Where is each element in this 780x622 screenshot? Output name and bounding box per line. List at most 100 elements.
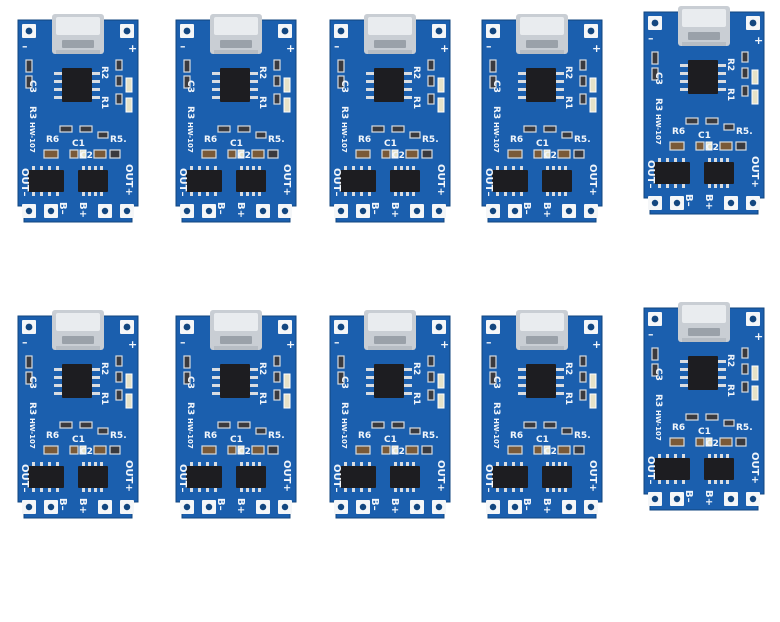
label-model: HW-107 [340, 122, 348, 153]
ic-chip-icon [680, 60, 726, 94]
label-plus: + [754, 330, 763, 343]
led-icon [283, 393, 291, 409]
tp4056-module-board: – + C3 R2 R3 R1 HW-107 R6 C1 C2 R5. OUT–… [172, 14, 300, 228]
label-b-plus: B+ [235, 498, 246, 514]
label-c1: C1 [536, 435, 549, 445]
label-r6: R6 [46, 135, 59, 145]
label-r2: R2 [257, 362, 267, 375]
label-out-plus: OUT+ [435, 460, 446, 492]
label-b-minus: B– [521, 498, 532, 511]
tp4056-module-board: – + C3 R2 R3 R1 HW-107 R6 C1 C2 R5. OUT–… [172, 310, 300, 524]
led-icon [589, 77, 597, 93]
label-r1: R1 [99, 96, 109, 109]
ic-chip-icon [492, 166, 528, 196]
led-icon [125, 97, 133, 113]
label-out-plus: OUT+ [435, 164, 446, 196]
ic-chip-icon [186, 462, 222, 492]
label-c1: C1 [384, 435, 397, 445]
label-out-plus: OUT+ [123, 460, 134, 492]
label-c3: C3 [185, 376, 195, 389]
label-model: HW-107 [654, 410, 662, 441]
label-out-minus: OUT– [177, 168, 188, 196]
label-r2: R2 [725, 58, 735, 71]
label-b-minus: B– [215, 202, 226, 215]
label-r1: R1 [99, 392, 109, 405]
label-c1: C1 [230, 435, 243, 445]
label-r1: R1 [563, 96, 573, 109]
label-b-minus: B– [683, 490, 694, 503]
label-b-minus: B– [369, 498, 380, 511]
module-board-graphic: – + C3 R2 R3 R1 HW-107 R6 C1 C2 R5. OUT–… [643, 302, 765, 511]
label-plus: + [286, 42, 295, 55]
label-r6: R6 [672, 423, 685, 433]
label-out-plus: OUT+ [123, 164, 134, 196]
led-icon [437, 373, 445, 389]
ic-chip-icon [366, 68, 412, 102]
ic-chip-icon [28, 462, 64, 492]
led-icon [751, 365, 759, 381]
led-icon [437, 393, 445, 409]
tp4056-module-board: – + C3 R2 R3 R1 HW-107 R6 C1 C2 R5. OUT–… [640, 302, 768, 516]
led-icon [589, 373, 597, 389]
label-b-plus: B+ [77, 498, 88, 514]
micro-usb-connector-icon [52, 310, 104, 350]
label-r3: R3 [27, 106, 37, 119]
label-plus: + [440, 338, 449, 351]
label-minus: – [22, 40, 28, 53]
ic-chip-icon [340, 166, 376, 196]
label-b-minus: B– [57, 202, 68, 215]
label-c2: C2 [238, 151, 251, 161]
label-model: HW-107 [28, 122, 36, 153]
label-out-minus: OUT– [645, 456, 656, 484]
label-plus: + [286, 338, 295, 351]
label-model: HW-107 [492, 418, 500, 449]
label-c1: C1 [72, 435, 85, 445]
label-out-minus: OUT– [483, 464, 494, 492]
label-r1: R1 [411, 392, 421, 405]
tp4056-module-board: – + C3 R2 R3 R1 HW-107 R6 C1 C2 R5. OUT–… [326, 310, 454, 524]
ic-chip-icon [78, 166, 108, 196]
label-r5: R5. [422, 431, 439, 441]
label-model: HW-107 [28, 418, 36, 449]
label-out-plus: OUT+ [749, 156, 760, 188]
label-c3: C3 [339, 80, 349, 93]
label-b-minus: B– [521, 202, 532, 215]
ic-chip-icon [54, 364, 100, 398]
micro-usb-connector-icon [364, 310, 416, 350]
led-icon [751, 89, 759, 105]
ic-chip-icon [340, 462, 376, 492]
led-icon [125, 373, 133, 389]
label-c2: C2 [544, 151, 557, 161]
label-r5: R5. [268, 431, 285, 441]
module-board-graphic: – + C3 R2 R3 R1 HW-107 R6 C1 C2 R5. OUT–… [329, 310, 451, 519]
label-r6: R6 [672, 127, 685, 137]
micro-usb-connector-icon [678, 302, 730, 342]
label-r2: R2 [725, 354, 735, 367]
micro-usb-connector-icon [52, 14, 104, 54]
label-r1: R1 [563, 392, 573, 405]
label-model: HW-107 [492, 122, 500, 153]
module-board-graphic: – + C3 R2 R3 R1 HW-107 R6 C1 C2 R5. OUT–… [175, 14, 297, 223]
ic-chip-icon [28, 166, 64, 196]
label-r6: R6 [510, 431, 523, 441]
ic-chip-icon [54, 68, 100, 102]
ic-chip-icon [390, 166, 420, 196]
label-c2: C2 [706, 439, 719, 449]
led-icon [283, 77, 291, 93]
micro-usb-connector-icon [516, 14, 568, 54]
label-r6: R6 [204, 431, 217, 441]
label-plus: + [754, 34, 763, 47]
module-board-graphic: – + C3 R2 R3 R1 HW-107 R6 C1 C2 R5. OUT–… [481, 14, 603, 223]
label-r1: R1 [411, 96, 421, 109]
label-r1: R1 [257, 96, 267, 109]
label-b-plus: B+ [541, 202, 552, 218]
label-r2: R2 [563, 362, 573, 375]
label-c1: C1 [698, 427, 711, 437]
label-c3: C3 [653, 72, 663, 85]
label-model: HW-107 [186, 122, 194, 153]
label-r5: R5. [110, 135, 127, 145]
label-out-minus: OUT– [645, 160, 656, 188]
label-r5: R5. [422, 135, 439, 145]
module-board-graphic: – + C3 R2 R3 R1 HW-107 R6 C1 C2 R5. OUT–… [643, 6, 765, 215]
ic-chip-icon [390, 462, 420, 492]
